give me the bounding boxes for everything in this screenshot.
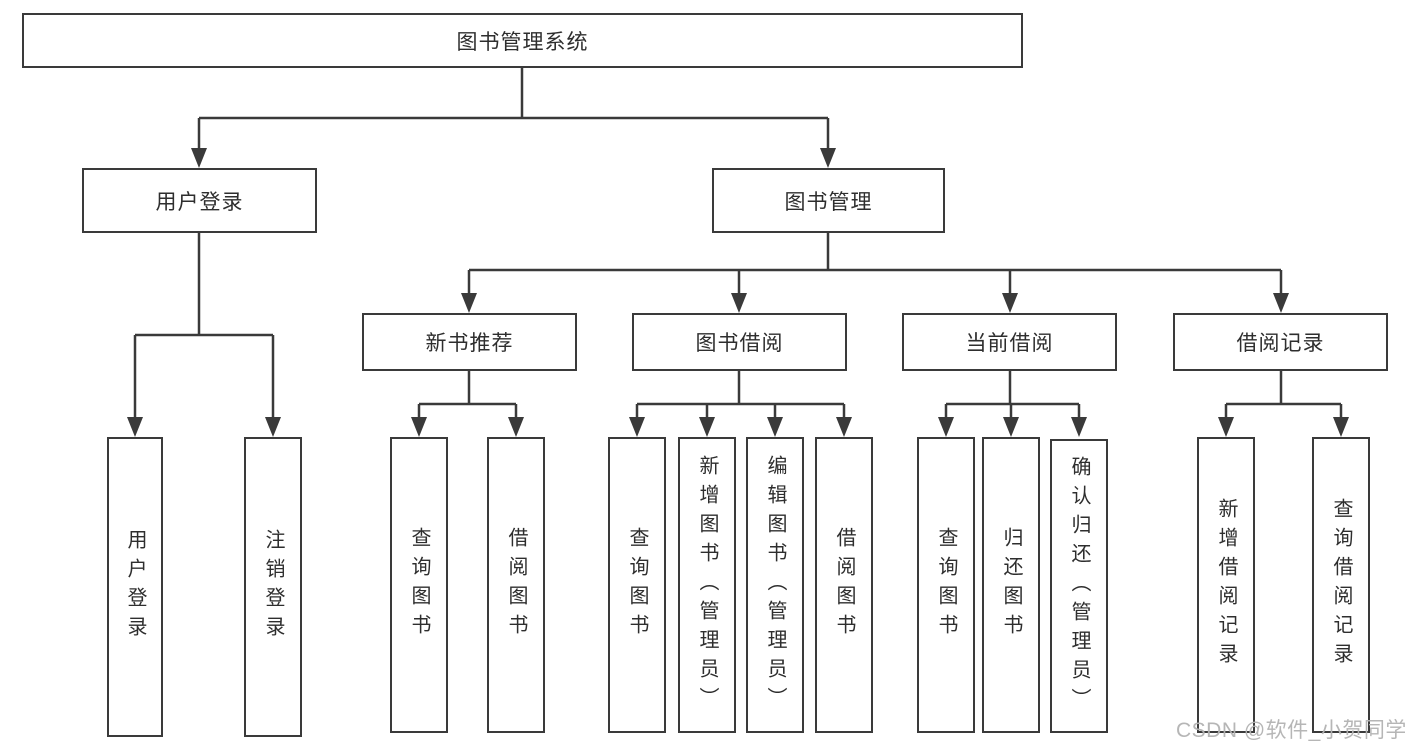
node-label: 当前借阅 xyxy=(965,332,1054,355)
connector-line xyxy=(635,371,846,419)
connector-new-book-rec-to-leaves xyxy=(411,371,524,437)
connector-line xyxy=(944,371,1081,419)
arrowhead xyxy=(629,417,645,437)
arrowhead xyxy=(265,417,281,437)
node-label: 查询图书 xyxy=(935,527,957,643)
node-leaf-nbr-borrow-books: 借阅图书 xyxy=(487,437,545,733)
arrowhead xyxy=(1273,293,1289,313)
node-leaf-br-add-record: 新增借阅记录 xyxy=(1197,437,1255,733)
arrowhead xyxy=(508,417,524,437)
node-leaf-logout: 注销登录 xyxy=(244,437,302,737)
arrowhead xyxy=(731,293,747,313)
connector-book-borrow-to-leaves xyxy=(629,371,852,437)
arrowhead xyxy=(938,417,954,437)
node-book-borrow: 图书借阅 xyxy=(632,313,847,371)
node-label: 图书管理 xyxy=(784,190,873,214)
arrowhead xyxy=(836,417,852,437)
node-label: 借阅图书 xyxy=(505,527,527,643)
node-user-login: 用户登录 xyxy=(82,168,317,233)
node-leaf-bb-edit-books: 编辑图书（管理员） xyxy=(746,437,804,733)
node-borrow-records: 借阅记录 xyxy=(1173,313,1388,371)
node-current-borrow: 当前借阅 xyxy=(902,313,1117,371)
node-label: 编辑图书（管理员） xyxy=(764,454,786,716)
node-label: 借阅图书 xyxy=(833,527,855,643)
arrowhead xyxy=(1333,417,1349,437)
node-book-mgmt: 图书管理 xyxy=(712,168,945,233)
connector-line xyxy=(417,371,518,419)
node-leaf-bb-query-books: 查询图书 xyxy=(608,437,666,733)
connector-book-mgmt-to-level3 xyxy=(461,233,1289,313)
node-label: 归还图书 xyxy=(1000,527,1022,643)
arrowhead xyxy=(699,417,715,437)
node-label: 借阅记录 xyxy=(1236,332,1325,355)
arrowhead xyxy=(1002,293,1018,313)
arrowhead xyxy=(191,148,207,168)
connector-line xyxy=(1224,371,1343,419)
connector-line xyxy=(133,233,275,419)
arrowhead xyxy=(411,417,427,437)
node-label: 确认归还（管理员） xyxy=(1068,455,1090,717)
node-label: 新书推荐 xyxy=(425,332,514,355)
node-label: 图书借阅 xyxy=(695,332,784,355)
arrowhead xyxy=(767,417,783,437)
watermark: CSDN @软件_小贺同学 xyxy=(1176,719,1405,742)
node-label: 查询图书 xyxy=(408,527,430,643)
node-label: 查询借阅记录 xyxy=(1330,498,1352,672)
node-new-book-rec: 新书推荐 xyxy=(362,313,577,371)
arrowhead xyxy=(1003,417,1019,437)
connector-user-login-to-leaves xyxy=(127,233,281,437)
arrowhead xyxy=(127,417,143,437)
connector-root-to-level2 xyxy=(191,68,836,168)
connector-current-borrow-to-leaves xyxy=(938,371,1087,437)
arrowhead xyxy=(1218,417,1234,437)
node-leaf-bb-borrow-books: 借阅图书 xyxy=(815,437,873,733)
arrowhead xyxy=(1071,417,1087,437)
connector-line xyxy=(197,68,830,150)
arrowhead xyxy=(820,148,836,168)
node-label: 用户登录 xyxy=(155,190,244,214)
node-label: 注销登录 xyxy=(262,529,284,645)
node-label: 新增图书（管理员） xyxy=(696,454,718,716)
node-leaf-cb-query-books: 查询图书 xyxy=(917,437,975,733)
node-label: 查询图书 xyxy=(626,527,648,643)
node-label: 新增借阅记录 xyxy=(1215,498,1237,672)
node-leaf-cb-return-books: 归还图书 xyxy=(982,437,1040,733)
node-leaf-user-login: 用户登录 xyxy=(107,437,163,737)
node-leaf-br-query-record: 查询借阅记录 xyxy=(1312,437,1370,733)
arrowhead xyxy=(461,293,477,313)
node-leaf-cb-confirm-return: 确认归还（管理员） xyxy=(1050,439,1108,733)
connector-borrow-records-to-leaves xyxy=(1218,371,1349,437)
node-leaf-bb-add-books: 新增图书（管理员） xyxy=(678,437,736,733)
connector-line xyxy=(467,233,1283,295)
node-label: 用户登录 xyxy=(124,529,146,645)
node-label: 图书管理系统 xyxy=(456,30,589,54)
node-root: 图书管理系统 xyxy=(22,13,1023,68)
node-leaf-nbr-query-books: 查询图书 xyxy=(390,437,448,733)
